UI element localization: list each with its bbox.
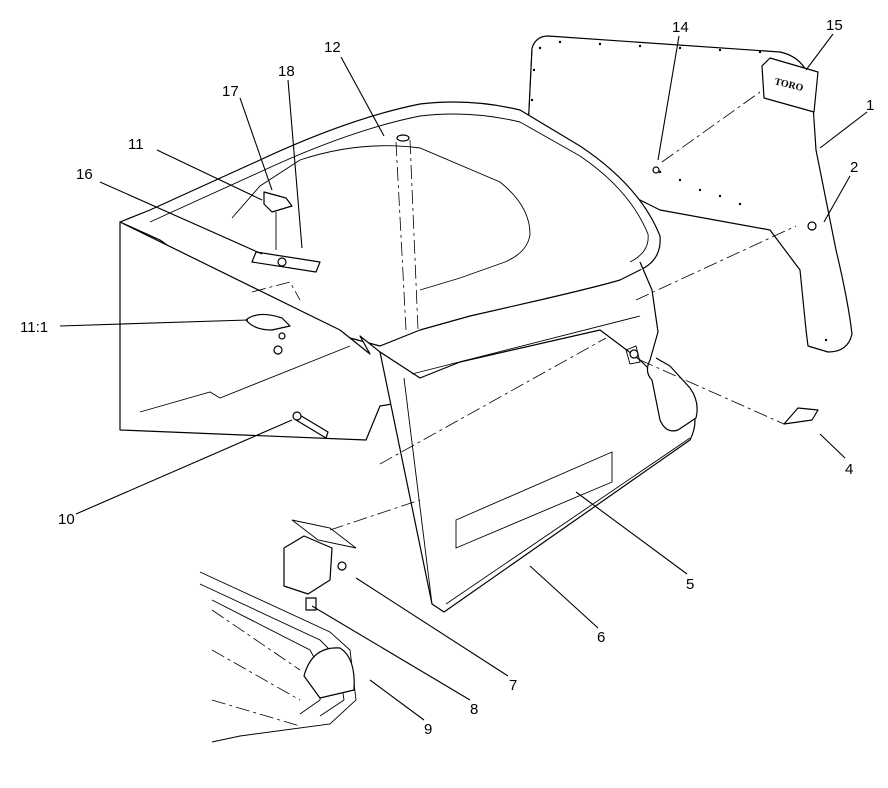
- callout-18: 18: [278, 63, 295, 80]
- pivot-pin: [292, 411, 329, 439]
- logo-decal: TORO: [761, 57, 819, 113]
- callout-9: 9: [424, 721, 432, 738]
- callout-15: 15: [826, 17, 843, 34]
- callout-4: 4: [845, 461, 853, 478]
- callout-10: 10: [58, 511, 75, 528]
- callout-11: 11: [128, 136, 144, 153]
- handle-rod: [395, 134, 419, 331]
- callout-6: 6: [597, 629, 605, 646]
- frame-rail: [199, 571, 357, 743]
- callout-labels: 1 2 4 5 6 7 8 9 10 11 11:1 12 14 15 16 1…: [20, 17, 874, 738]
- callout-17: 17: [222, 83, 239, 100]
- hinge-bracket: [283, 519, 357, 611]
- handle-bracket: [625, 261, 698, 432]
- callout-11-1: 11:1: [20, 319, 48, 336]
- hood-shell: [119, 101, 696, 613]
- callout-2: 2: [850, 159, 858, 176]
- assembly-lines: [251, 91, 797, 531]
- callout-8: 8: [470, 701, 478, 718]
- callout-1: 1: [866, 97, 874, 114]
- callout-14: 14: [672, 19, 689, 36]
- callout-12: 12: [324, 39, 341, 56]
- leader-lines: [59, 33, 868, 721]
- callout-5: 5: [686, 576, 694, 593]
- callout-16: 16: [76, 166, 93, 183]
- callout-7: 7: [509, 677, 517, 694]
- latch-assembly: [245, 191, 321, 355]
- rear-panel: [519, 35, 853, 353]
- small-fasteners: [652, 166, 819, 425]
